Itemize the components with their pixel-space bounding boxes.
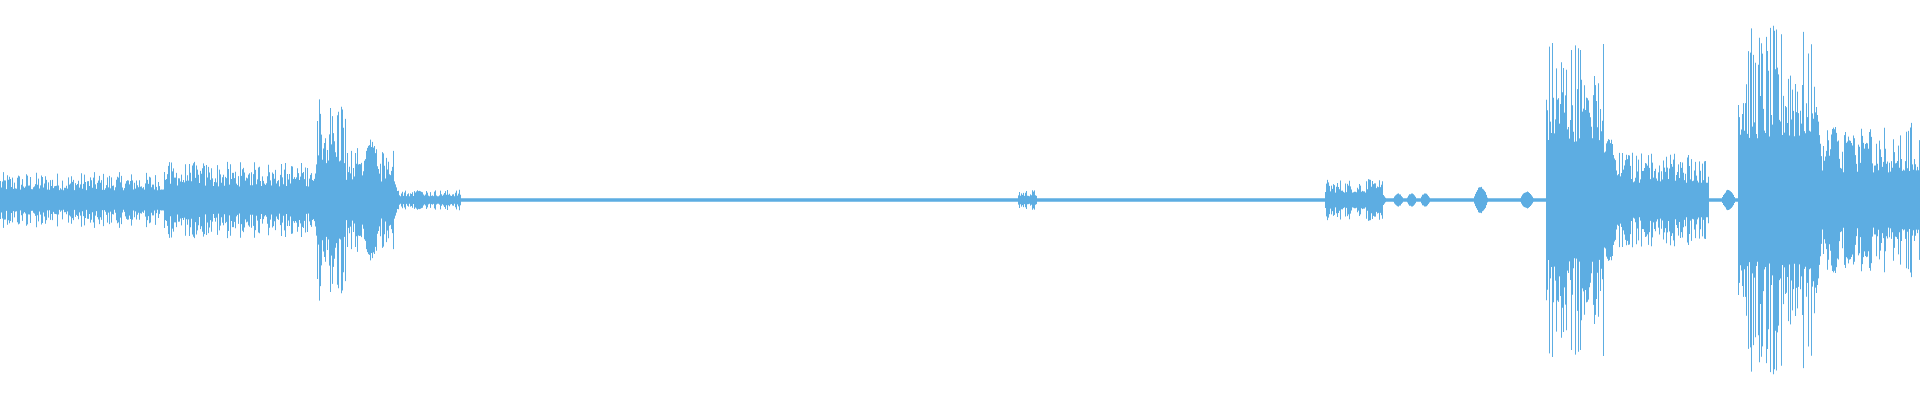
- waveform-bars: [0, 25, 1920, 375]
- waveform-path: [0, 25, 1920, 375]
